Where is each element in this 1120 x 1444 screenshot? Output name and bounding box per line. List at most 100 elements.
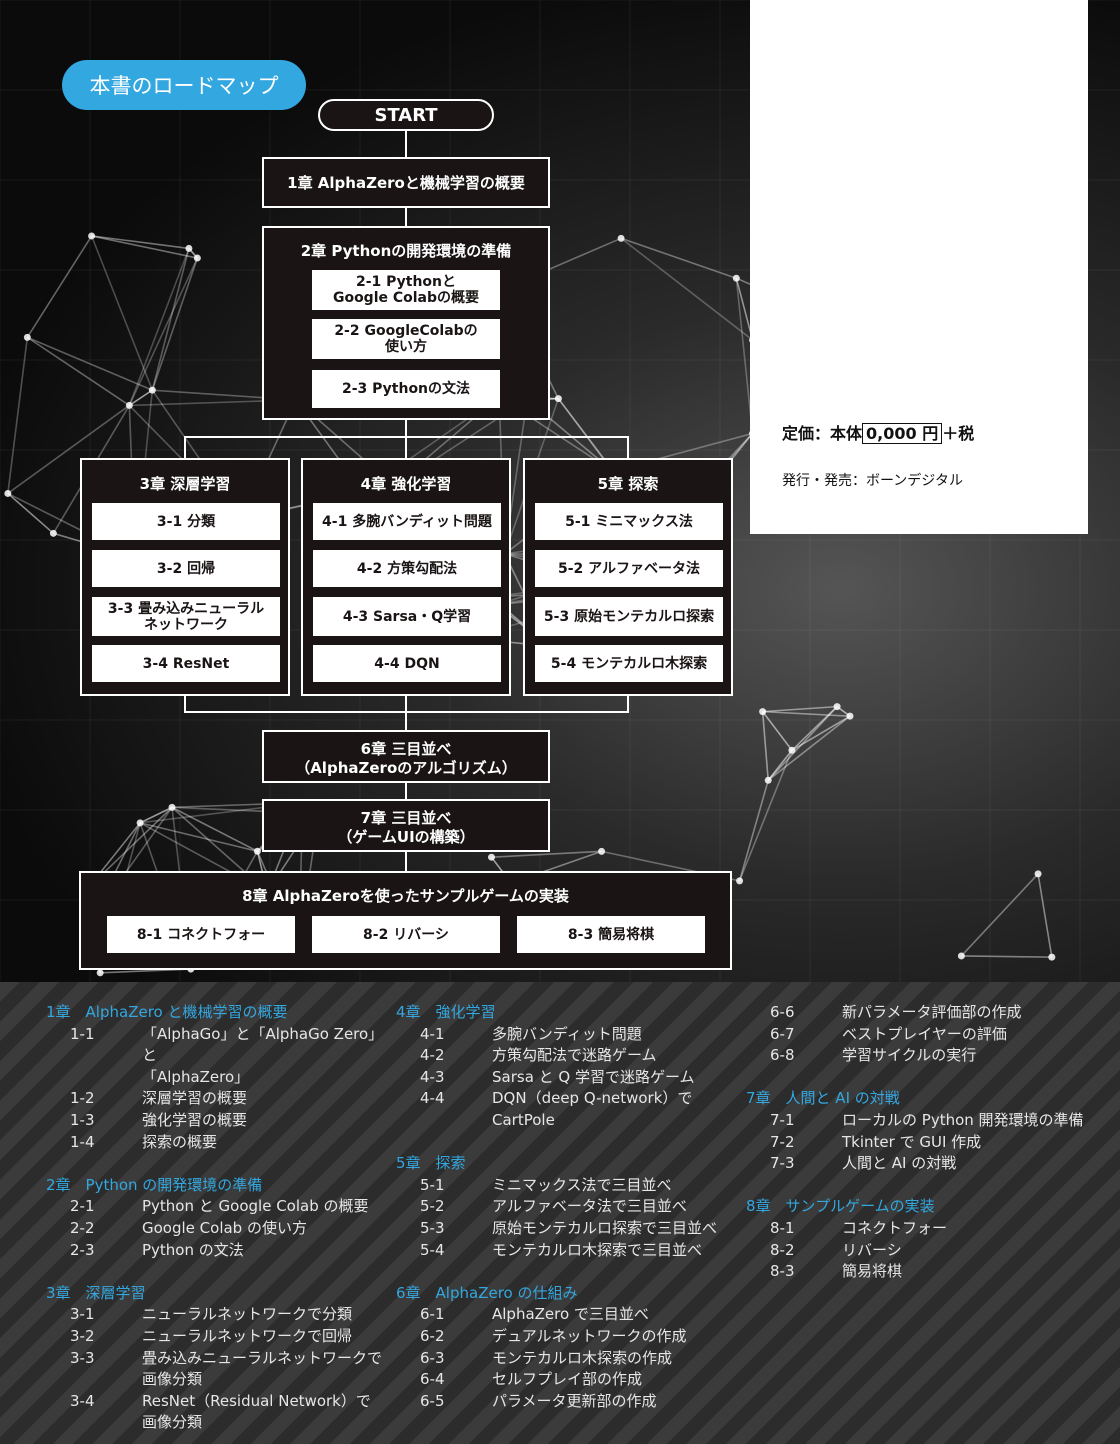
section-2-2: 2-2 GoogleColabの 使い方 (312, 319, 500, 359)
section-8-1: 8-1 コネクトフォー (107, 916, 295, 953)
toc-item-text: Sarsa と Q 学習で迷路ゲーム (492, 1067, 695, 1086)
toc-item-text: Python と Google Colab の概要 (142, 1197, 369, 1216)
toc-item-number: 2-3 (70, 1240, 95, 1259)
toc-item-text: Google Colab の使い方 (142, 1218, 307, 1237)
chapter2-box: 2章 Pythonの開発環境の準備 2-1 Pythonと Google Col… (262, 226, 550, 420)
section-4-1: 4-1 多腕バンディット問題 (313, 503, 501, 540)
section-2-1: 2-1 Pythonと Google Colabの概要 (312, 270, 500, 310)
chapter6-box: 6章 三目並べ （AlphaZeroのアルゴリズム） (262, 730, 550, 783)
network-node (957, 952, 965, 960)
connector-line (405, 419, 407, 437)
network-edge (762, 710, 850, 717)
network-edge (767, 749, 793, 781)
toc-item: 2-2 Google Colab の使い方 (70, 1218, 386, 1240)
toc-item: 画像分類 (70, 1412, 386, 1434)
toc-item-number: 6-6 (770, 1003, 795, 1021)
chapter1-box: 1章 AlphaZeroと機械学習の概要 (262, 157, 550, 208)
network-edge (791, 706, 838, 751)
section-3-4: 3-4 ResNet (92, 645, 280, 682)
toc-item-text: アルファベータ法で三目並べ (492, 1197, 687, 1216)
chapter2-title: 2章 Pythonの開発環境の準備 (300, 242, 512, 260)
connector-line (405, 851, 407, 871)
section-8-2: 8-2 リバーシ (312, 916, 500, 953)
toc-item-number: 4-3 (420, 1067, 445, 1086)
network-node (759, 708, 767, 716)
chapter5-box: 5章 探索 5-1 ミニマックス法 5-2 アルファベータ法 5-3 原始モンテ… (523, 458, 733, 696)
toc-chapter-heading: 7章 人間と AI の対戦 (746, 1089, 900, 1108)
section-5-1: 5-1 ミニマックス法 (535, 503, 723, 540)
toc-item-text: 新パラメータ評価部の作成 (842, 1003, 1022, 1021)
connector-line (405, 436, 407, 459)
toc-item-number: 2-2 (70, 1218, 95, 1237)
toc-item-number: 5-1 (420, 1175, 445, 1194)
toc-item-text: 原始モンテカルロ探索で三目並べ (492, 1218, 718, 1237)
toc-item-number: 5-3 (420, 1218, 445, 1237)
chapter4-box: 4章 強化学習 4-1 多腕バンディット問題 4-2 方策勾配法 4-3 Sar… (301, 458, 511, 696)
toc-item-text: Python の文法 (142, 1240, 244, 1259)
toc-item-number: 6-2 (420, 1326, 445, 1345)
network-node (88, 232, 96, 240)
network-edge (139, 822, 258, 852)
network-edge (960, 873, 1039, 957)
network-edge (620, 237, 737, 279)
network-node (96, 969, 104, 977)
toc-item-text: 学習サイクルの実行 (842, 1046, 977, 1065)
network-edge (128, 257, 199, 406)
chapter4-title: 4章 強化学習 (360, 475, 452, 493)
toc-item-number: 6-5 (420, 1391, 445, 1410)
toc-item-number: 5-2 (420, 1197, 445, 1216)
toc-item-text: コネクトフォー (842, 1218, 948, 1237)
toc-item: 「AlphaZero」 (70, 1067, 386, 1089)
section-5-3: 5-3 原始モンテカルロ探索 (535, 597, 723, 636)
chapter3-box: 3章 深層学習 3-1 分類 3-2 回帰 3-3 畳み込みニューラル ネットワ… (80, 458, 290, 696)
start-node: START (318, 99, 494, 131)
section-3-2: 3-2 回帰 (92, 550, 280, 587)
toc-item: 6-6 新パラメータ評価部の作成 (770, 1002, 1106, 1024)
toc-item-number: 1-2 (70, 1089, 95, 1108)
network-edge (26, 235, 93, 338)
network-edge (738, 749, 793, 882)
toc-item: 5-3 原始モンテカルロ探索で三目並べ (420, 1218, 736, 1240)
network-edge (128, 389, 153, 407)
network-edge (171, 806, 258, 852)
connector-line (405, 207, 407, 226)
toc-item-number: 3-1 (70, 1305, 95, 1324)
section-2-3: 2-3 Pythonの文法 (312, 370, 500, 408)
roadmap-title: 本書のロードマップ (62, 60, 306, 110)
section-5-4: 5-4 モンテカルロ木探索 (535, 645, 723, 682)
network-edge (767, 706, 838, 781)
network-node (23, 333, 31, 341)
toc-item-number: 7-3 (770, 1154, 795, 1173)
section-3-3: 3-3 畳み込みニューラル ネットワーク (92, 597, 280, 636)
toc-item-text: 深層学習の概要 (142, 1089, 248, 1108)
chapter7-box: 7章 三目並べ （ゲームUIの構築） (262, 799, 550, 852)
toc-item-text: 画像分類 (142, 1413, 203, 1432)
toc-item-number: 8-1 (770, 1218, 795, 1237)
network-edge (7, 492, 54, 534)
toc-item-number: 5-4 (420, 1240, 445, 1259)
chapter6-line2: （AlphaZeroのアルゴリズム） (295, 759, 517, 777)
network-node (736, 877, 744, 885)
network-node (1048, 953, 1056, 961)
chapter8-box: 8章 AlphaZeroを使ったサンプルゲームの実装 8-1 コネクトフォー 8… (79, 871, 732, 970)
toc-item-number: 1-3 (70, 1110, 95, 1129)
toc-item: 5-2 アルファベータ法で三目並べ (420, 1196, 736, 1218)
network-node (846, 712, 854, 720)
connector-line (627, 436, 629, 459)
network-edge (961, 955, 1052, 958)
toc-chapter-heading: 6章 AlphaZero の仕組み (396, 1283, 578, 1302)
publisher: 発行・発売：ボーンデジタル (782, 473, 964, 489)
network-edge (735, 278, 754, 434)
